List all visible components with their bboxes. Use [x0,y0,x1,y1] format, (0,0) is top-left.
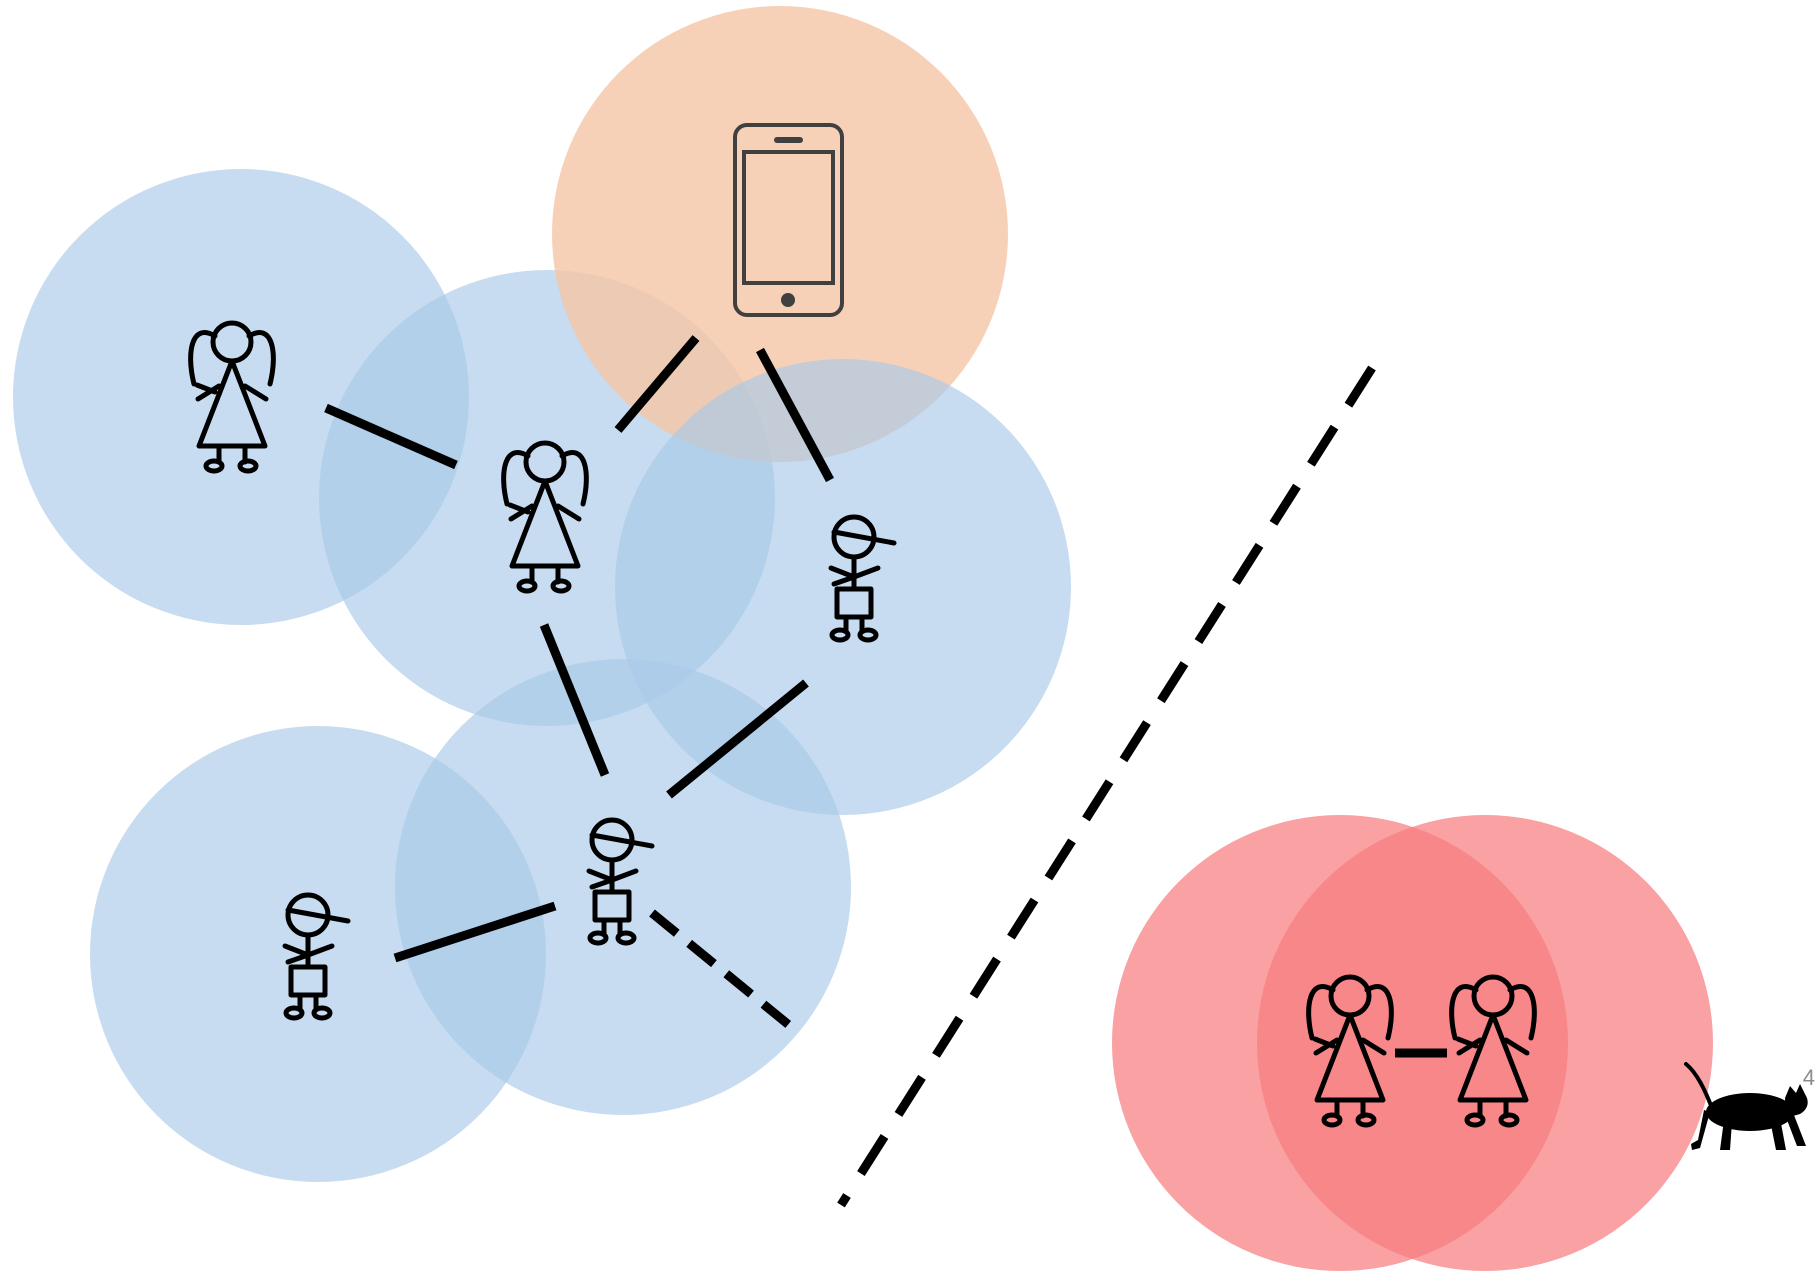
links [324,335,1447,1208]
link-boy1-boy2 [666,679,809,799]
link-boy3-boy2 [393,901,557,963]
separator-line [837,365,1376,1208]
cat-icon [1684,1062,1808,1150]
link-phone-boy1 [756,347,834,483]
range-phone [552,6,1008,462]
link-girl2-phone [614,335,700,433]
phone-icon [733,123,844,317]
link-boy2-out-of-range [649,909,798,1034]
range-girl-4 [1257,815,1713,1271]
link-girl2-boy2 [539,623,610,777]
range-boy-2 [395,659,851,1115]
link-girl1-girl2 [324,403,458,470]
page-number: 4 [1802,1065,1815,1090]
